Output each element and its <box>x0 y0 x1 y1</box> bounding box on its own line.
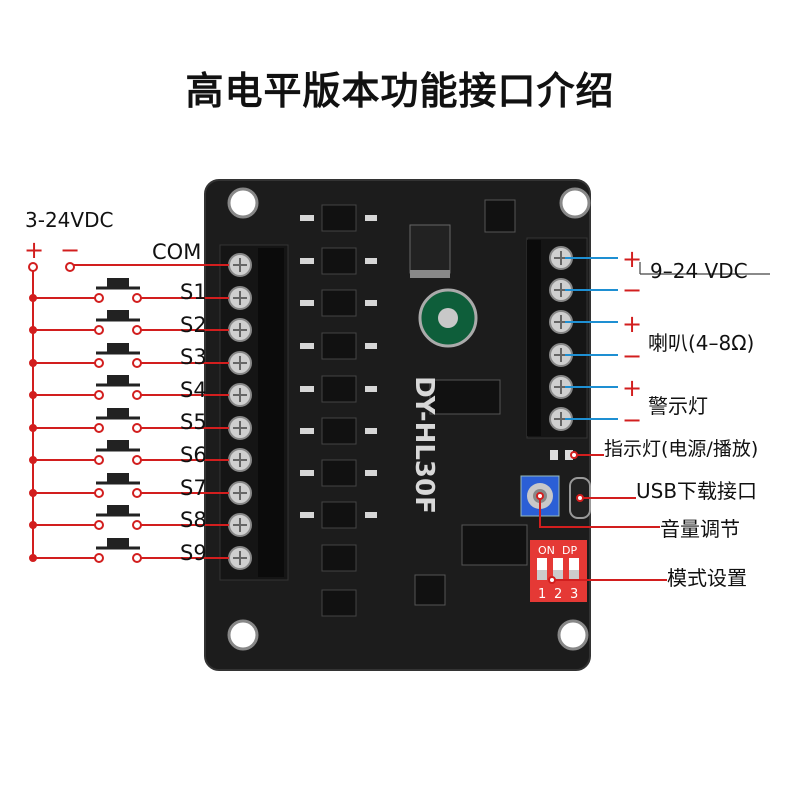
pcb-board <box>204 179 591 671</box>
screw-slot <box>233 453 247 467</box>
power-minus-sign: − <box>622 276 643 304</box>
speaker-minus-sign: − <box>622 342 643 370</box>
volume-leader <box>539 496 660 528</box>
supply-plus-sign: + <box>24 236 45 264</box>
label-mode: 模式设置 <box>667 566 747 590</box>
page-title: 高电平版本功能接口介绍 <box>185 69 615 113</box>
label-volume: 音量调节 <box>660 517 740 541</box>
switch-contact <box>132 358 142 368</box>
switch-contact <box>94 455 104 465</box>
label-com: COM <box>152 240 202 264</box>
speaker-plus-sign: + <box>622 310 643 338</box>
alarm-plus-sign: + <box>622 374 643 402</box>
switch-contact <box>94 488 104 498</box>
dip-num-2: 2 <box>554 587 562 602</box>
switch-contact <box>94 423 104 433</box>
label-power: 9–24 VDC <box>650 259 748 283</box>
label-usb: USB下载接口 <box>636 479 758 503</box>
pushbutton-cap <box>107 440 129 449</box>
label-speaker: 喇叭(4–8Ω) <box>648 331 755 355</box>
switch-contact <box>132 423 142 433</box>
screw-slot <box>233 486 247 500</box>
negative-terminal <box>65 262 75 272</box>
regulator <box>409 224 451 274</box>
dip-dp-label: DP <box>562 544 577 557</box>
screw-slot <box>233 388 247 402</box>
label-s3: S3 <box>180 345 207 369</box>
label-indicator: 指示灯(电源/播放) <box>604 438 759 460</box>
label-alarm: 警示灯 <box>648 394 708 418</box>
label-s9: S9 <box>180 541 207 565</box>
board-model-label: DY-HL30F <box>408 376 439 514</box>
screw-slot <box>233 356 247 370</box>
main-chip <box>429 379 501 415</box>
dip-num-1: 1 <box>538 587 546 602</box>
label-s2: S2 <box>180 313 207 337</box>
mount-hole-bl <box>227 619 259 651</box>
switch-contact <box>94 390 104 400</box>
screw-slot <box>233 291 247 305</box>
label-s4: S4 <box>180 378 207 402</box>
dip-num-3: 3 <box>570 587 578 602</box>
pushbutton-cap <box>107 310 129 319</box>
screw-slot <box>233 518 247 532</box>
supply-voltage-label: 3-24VDC <box>25 208 114 232</box>
mount-hole-tl <box>227 187 259 219</box>
pushbutton-cap <box>107 473 129 482</box>
screw-slot <box>233 551 247 565</box>
switch-contact <box>94 553 104 563</box>
switch-contact <box>132 390 142 400</box>
mount-hole-br <box>557 619 589 651</box>
label-s5: S5 <box>180 410 207 434</box>
switch-contact <box>132 520 142 530</box>
indicator-led-1 <box>550 450 558 460</box>
switch-contact <box>94 520 104 530</box>
pushbutton-cap <box>107 505 129 514</box>
screw-slot <box>233 258 247 272</box>
pushbutton-cap <box>107 538 129 547</box>
pushbutton-cap <box>107 375 129 384</box>
dip-switch: ON DP 1 2 3 <box>530 540 587 602</box>
label-s1: S1 <box>180 280 207 304</box>
right-terminal-block <box>526 237 588 439</box>
supply-minus-sign: − <box>60 236 81 264</box>
switch-contact <box>94 358 104 368</box>
switch-contact <box>94 325 104 335</box>
switch-contact <box>94 293 104 303</box>
screw-slot <box>233 323 247 337</box>
power-plus-sign: + <box>622 245 643 273</box>
positive-terminal <box>28 262 38 272</box>
alarm-minus-sign: − <box>622 406 643 434</box>
mount-hole-tr <box>559 187 591 219</box>
label-s7: S7 <box>180 476 207 500</box>
label-s8: S8 <box>180 508 207 532</box>
label-s6: S6 <box>180 443 207 467</box>
power-label-underline <box>639 262 770 275</box>
pushbutton-cap <box>107 343 129 352</box>
switch-contact <box>132 488 142 498</box>
dip-on-label: ON <box>538 544 555 557</box>
switch-contact <box>132 325 142 335</box>
indicator-led-2 <box>565 450 573 460</box>
switch-contact <box>132 553 142 563</box>
pushbutton-cap <box>107 278 129 287</box>
switch-contact <box>132 455 142 465</box>
switch-contact <box>132 293 142 303</box>
pushbutton-cap <box>107 408 129 417</box>
screw-slot <box>233 421 247 435</box>
